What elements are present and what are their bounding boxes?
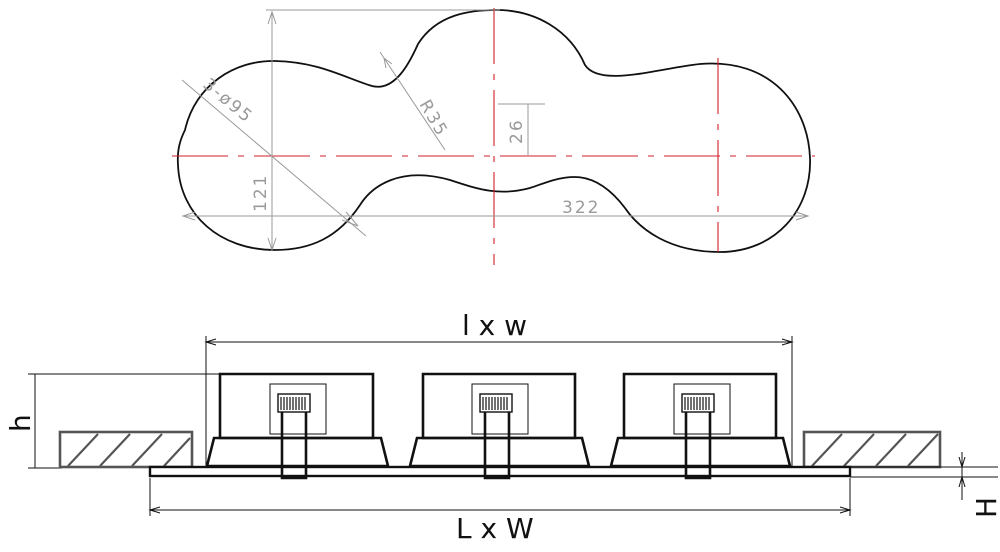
dim-LW-label: L x W: [456, 512, 534, 545]
ceiling-block-right: [802, 430, 942, 469]
spotlight-module-3: [609, 372, 792, 480]
dim-LW-arrow-left: [148, 506, 161, 514]
dim-h-label: h: [4, 414, 37, 432]
dim-lw-arrow-right: [781, 338, 794, 346]
dim-322-arrow-right: [795, 211, 810, 221]
radius-label: R35: [415, 97, 452, 141]
diameter-leader: [181, 79, 367, 237]
dim-322-arrow-left: [181, 211, 196, 221]
radius-leader-arrow: [383, 56, 393, 69]
dim-26-label: 26: [507, 118, 527, 144]
dim-322-label: 322: [562, 198, 600, 218]
spotlight-module-2: [408, 372, 591, 480]
dim-H-arrow-bottom: [958, 475, 966, 488]
base-plate: [148, 465, 852, 478]
side-view: l x w h: [4, 309, 1000, 545]
dim-H-label: H: [970, 497, 1000, 518]
top-view: 121 3-ø95 R35 26 322: [172, 8, 815, 265]
dim-121-arrow-top: [267, 10, 277, 25]
spotlight-module-1: [205, 372, 390, 480]
dim-H-arrow-top: [958, 456, 966, 469]
dim-lw-arrow-left: [204, 338, 217, 346]
dim-lw-label: l x w: [462, 309, 527, 342]
ceiling-block-left: [58, 430, 194, 469]
diameter-leader-arrow: [341, 211, 359, 227]
dim-121-label: 121: [251, 174, 271, 212]
radius-leader: [379, 51, 446, 151]
dim-LW-arrow-right: [839, 506, 852, 514]
dim-121-arrow-bottom: [267, 237, 277, 252]
